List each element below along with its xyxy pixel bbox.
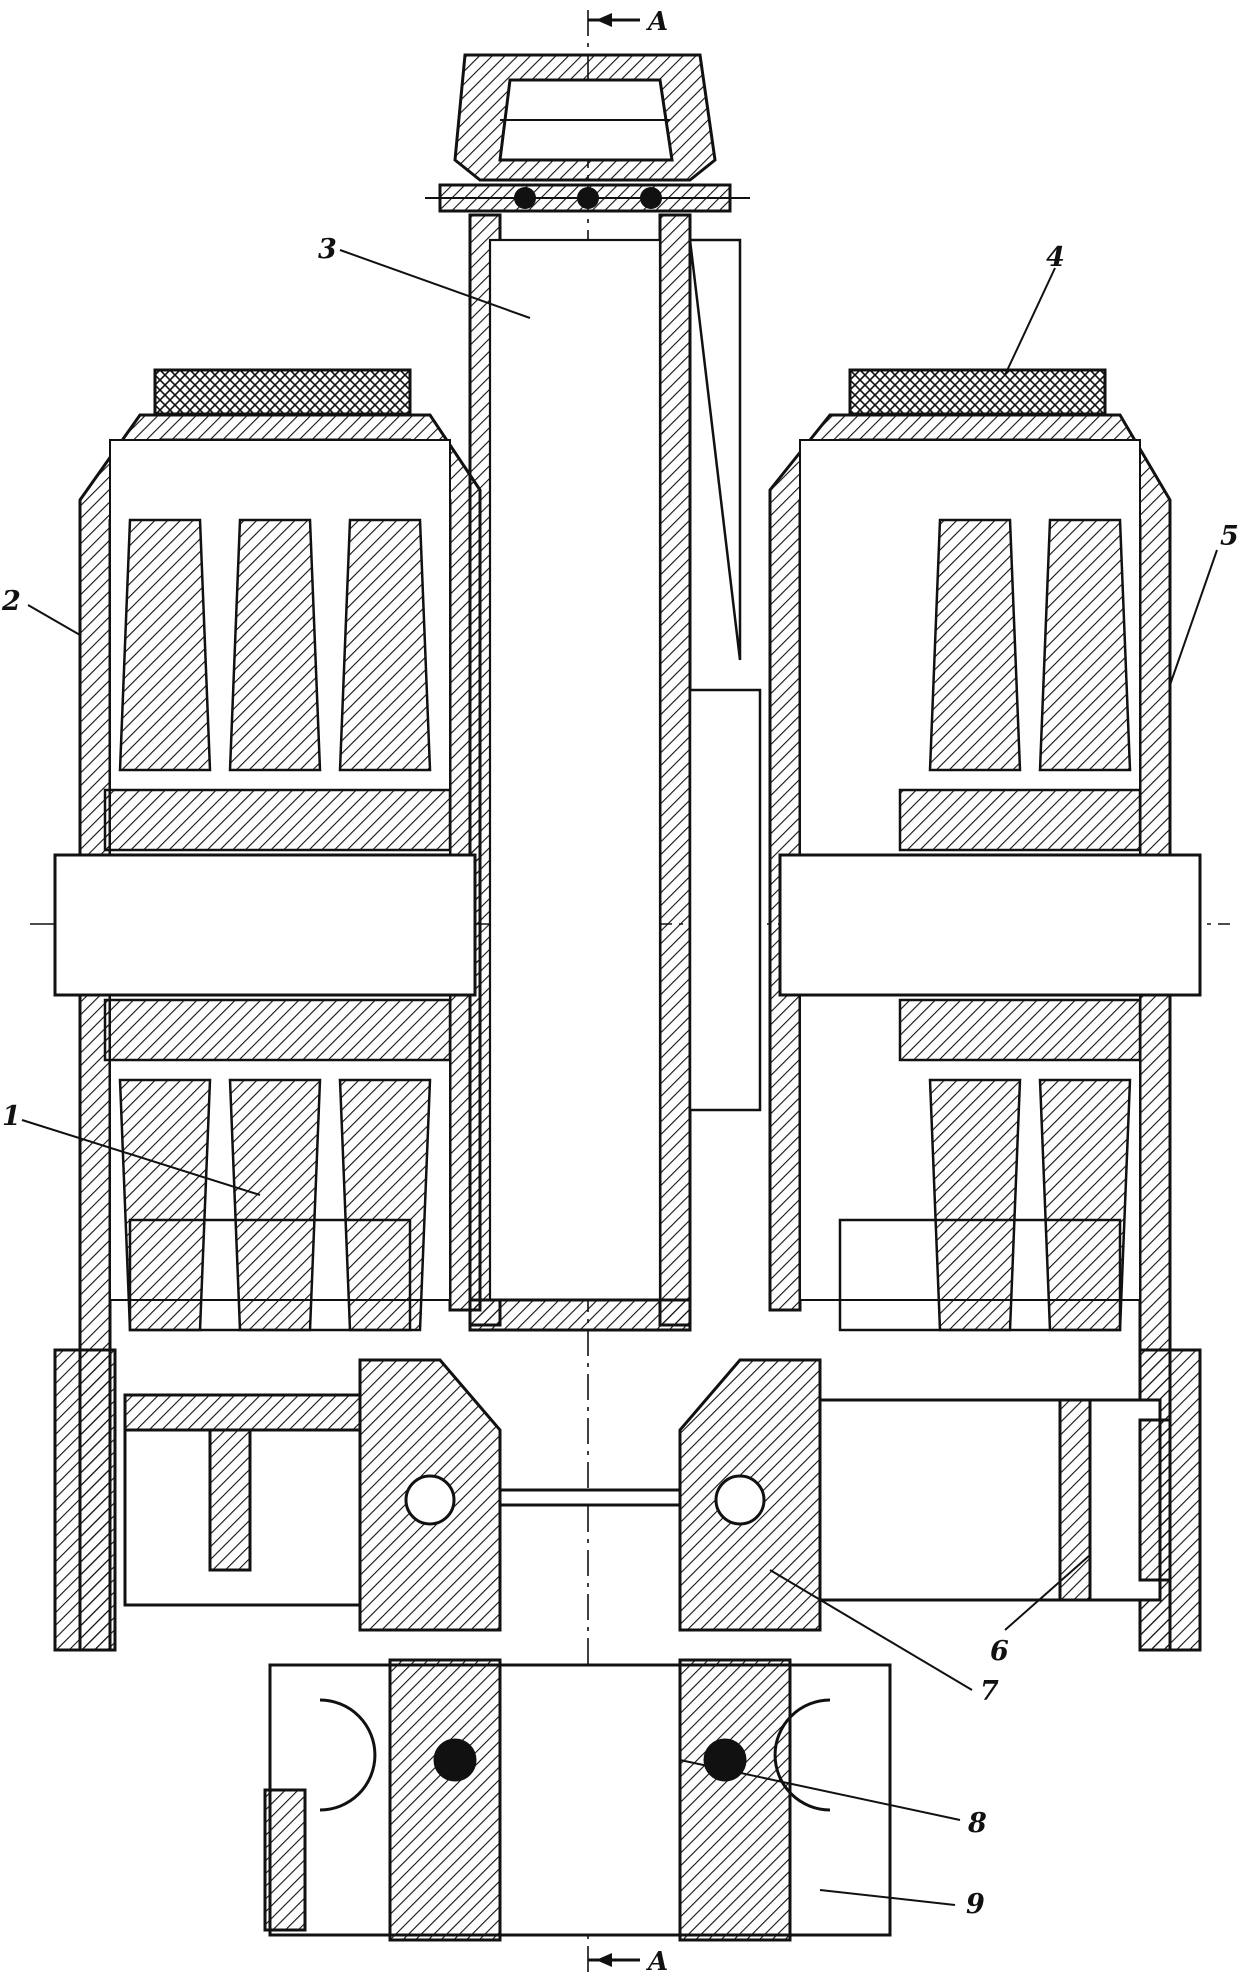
label-2: 2	[1, 586, 21, 617]
drive-pulley	[123, 1393, 362, 1607]
leader-4	[1004, 267, 1056, 376]
leader-7	[769, 1569, 973, 1691]
label-3: 3	[318, 234, 337, 265]
rotor-shafts	[53, 853, 1202, 997]
callout-labels: 1 2 3 4 5 6 7 8 9	[1, 234, 1239, 1920]
leader-1	[21, 1119, 261, 1196]
section-mark-top: A	[588, 7, 668, 37]
leader-3	[339, 249, 531, 319]
label-5: 5	[1220, 521, 1239, 552]
label-1: 1	[2, 1101, 21, 1132]
insulation-pad	[848, 368, 1107, 416]
section-letter-bottom: A	[645, 1947, 668, 1977]
leader-lines	[21, 249, 1218, 1906]
label-7: 7	[980, 1676, 999, 1707]
right-impellers	[838, 518, 1142, 1332]
leader-5	[1169, 549, 1218, 686]
base-frame	[263, 1658, 892, 1942]
leader-6	[1004, 1554, 1091, 1631]
section-mark-bottom: A	[588, 1947, 668, 1977]
central-tube	[468, 213, 762, 1332]
label-4: 4	[1046, 242, 1065, 273]
left-impellers	[103, 518, 452, 1332]
label-9: 9	[966, 1889, 985, 1920]
section-letter-top: A	[645, 7, 668, 37]
inlet-nozzle	[425, 53, 750, 213]
bearing-housing	[358, 1358, 822, 1632]
outlet-pipe	[818, 1398, 1172, 1602]
label-8: 8	[967, 1808, 987, 1839]
label-6: 6	[990, 1636, 1009, 1667]
leader-2	[27, 604, 81, 636]
leader-9	[819, 1889, 956, 1906]
leader-8	[679, 1759, 961, 1821]
